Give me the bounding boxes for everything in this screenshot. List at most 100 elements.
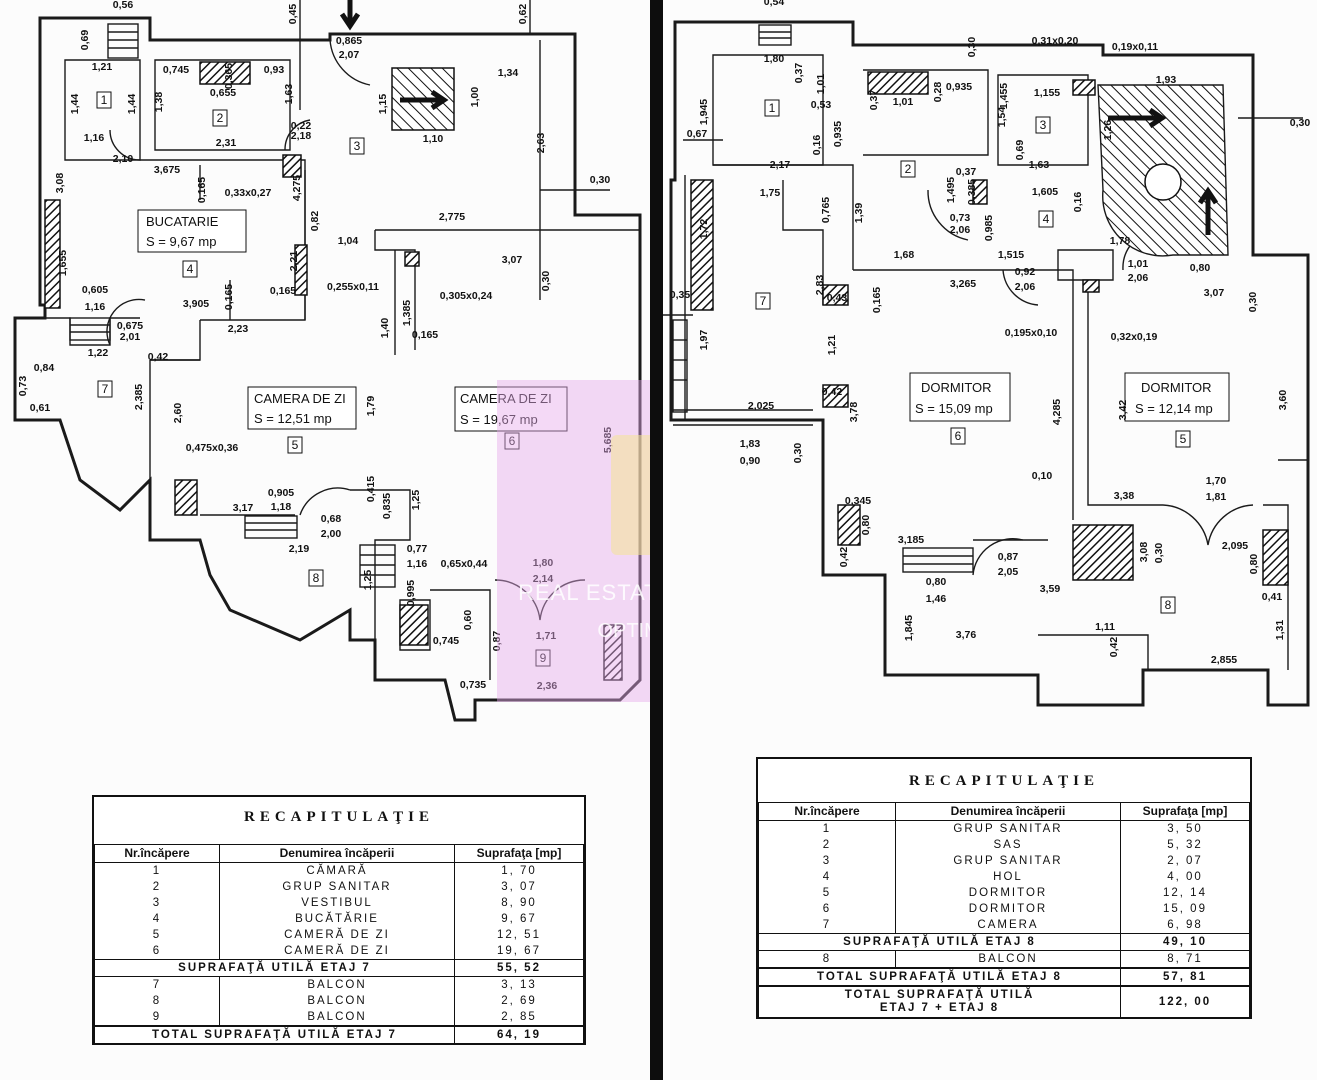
etaj7-room-number-2: 2	[212, 109, 228, 127]
dimension-label: 0,80	[860, 515, 872, 536]
col-header-area: Suprafaţa [mp]	[1120, 802, 1250, 821]
dimension-label: 0,90	[740, 455, 761, 467]
dimension-label: 2,19	[289, 543, 310, 555]
bucatarie-label-box	[137, 209, 247, 253]
room-name-cell: CAMERĂ DE ZI	[219, 943, 455, 960]
watermark-logo-icon	[611, 435, 650, 555]
dimension-label: 0,255x0,11	[327, 281, 379, 293]
dimension-label: 1,54	[996, 107, 1008, 128]
dimension-label: 0,985	[983, 215, 995, 241]
dimension-label: 0,80	[1248, 554, 1260, 575]
room-area-cell: 19, 67	[454, 943, 584, 960]
room-number-cell: 2	[758, 837, 896, 853]
dimension-label: 0,77	[407, 543, 428, 555]
dimension-label: 3,38	[1114, 490, 1135, 502]
dimension-label: 0,16	[811, 135, 823, 156]
svg-text:8: 8	[313, 571, 320, 585]
dimension-label: 0,82	[309, 211, 321, 232]
dimension-label: 0,995	[405, 580, 417, 606]
room-number-cell: 4	[94, 911, 220, 927]
dimension-label: 0,93	[264, 64, 285, 76]
dimension-label: 2,06	[950, 224, 971, 236]
room-name-cell: SAS	[895, 837, 1121, 853]
dimension-label: 0,30	[590, 174, 611, 186]
dimension-label: 1,39	[853, 203, 865, 224]
dimension-label: 1,515	[998, 249, 1024, 261]
col-header-no: Nr.încăpere	[758, 802, 896, 821]
dimension-label: 2,025	[748, 400, 774, 412]
dimension-label: 0,165	[223, 284, 235, 310]
etaj8-room-number-8: 8	[1160, 596, 1176, 614]
room-area-cell: 5, 32	[1120, 837, 1250, 853]
room-number-cell: 3	[94, 895, 220, 911]
dimension-label: 1,11	[1095, 621, 1115, 633]
dimension-label: 0,56	[113, 0, 134, 11]
dimension-label: 1,455	[998, 83, 1010, 109]
dimension-label: 0,60	[462, 610, 474, 631]
camera6-name: CAMERA DE ZI	[460, 391, 552, 406]
dimension-label: 3,59	[1040, 583, 1061, 595]
svg-text:2: 2	[217, 111, 224, 125]
room-name-cell: CAMERA	[895, 917, 1121, 934]
camera5-name: CAMERA DE ZI	[254, 391, 346, 406]
dimension-label: 1,80	[533, 557, 554, 569]
dimension-label: 1,97	[698, 330, 710, 351]
dimension-label: 1,68	[894, 249, 915, 261]
dimension-label: 3,07	[502, 254, 523, 266]
dimension-label: 0,385	[966, 179, 978, 205]
svg-text:5: 5	[292, 438, 299, 452]
etaj8-room-number-6: 6	[950, 427, 966, 445]
room-number-cell: 8	[94, 993, 220, 1009]
dimension-label: 2,06	[1015, 281, 1036, 293]
etaj7-room-number-9: 9	[535, 649, 551, 667]
dimension-label: 3,76	[956, 629, 977, 641]
svg-text:5: 5	[1180, 432, 1187, 446]
camera6-label-box	[454, 386, 568, 432]
dimension-label: 0,61	[30, 402, 51, 414]
total-area: 64, 19	[454, 1025, 584, 1043]
dimension-label: 0,37	[956, 166, 977, 178]
dimension-label: 0,165	[270, 285, 296, 297]
grand-total-label-line2: ETAJ 7 + ETAJ 8	[879, 1002, 1000, 1014]
etaj8-room-number-2: 2	[900, 160, 916, 178]
room-area-cell: 8, 71	[1120, 950, 1250, 968]
room-number-cell: 1	[758, 820, 896, 837]
room-name-cell: GRUP SANITAR	[895, 853, 1121, 869]
dimension-label: 1,15	[377, 94, 389, 115]
dimension-label: 1,01	[893, 96, 914, 108]
room-area-cell: 4, 00	[1120, 869, 1250, 885]
dimension-label: 0,165	[412, 329, 438, 341]
dimension-label: 0,32x0,19	[1111, 331, 1158, 343]
dimension-label: 0,165	[196, 177, 208, 203]
dimension-label: 1,04	[338, 235, 359, 247]
room-name-cell: BUCĂTĂRIE	[219, 911, 455, 927]
etaj7-room-number-4: 4	[182, 260, 198, 278]
dimension-label: 1,31	[1274, 620, 1286, 641]
dimension-label: 1,945	[698, 99, 710, 125]
dimension-label: 0,745	[433, 635, 459, 647]
dimension-label: 1,18	[271, 501, 292, 513]
room-area-cell: 6, 98	[1120, 917, 1250, 934]
room-area-cell: 1, 70	[454, 862, 584, 879]
dimension-label: 2,23	[228, 323, 249, 335]
recap-grid: Nr.încăpere Denumirea încăperii Suprafaţ…	[758, 802, 1250, 1017]
dimension-label: 2,17	[770, 159, 791, 171]
dimension-label: 2,07	[339, 49, 360, 61]
dimension-label: 0,35	[670, 289, 691, 301]
svg-text:9: 9	[540, 651, 547, 665]
svg-text:7: 7	[760, 294, 767, 308]
bucatarie-name: BUCATARIE	[146, 214, 219, 229]
dimension-label: 1,16	[84, 132, 105, 144]
dimension-label: 0,28	[932, 82, 944, 103]
panel-divider	[650, 0, 663, 1080]
dimension-label: 2,05	[998, 566, 1019, 578]
dimension-label: 1,44	[69, 94, 81, 115]
etaj8-room-number-3: 3	[1035, 116, 1051, 134]
